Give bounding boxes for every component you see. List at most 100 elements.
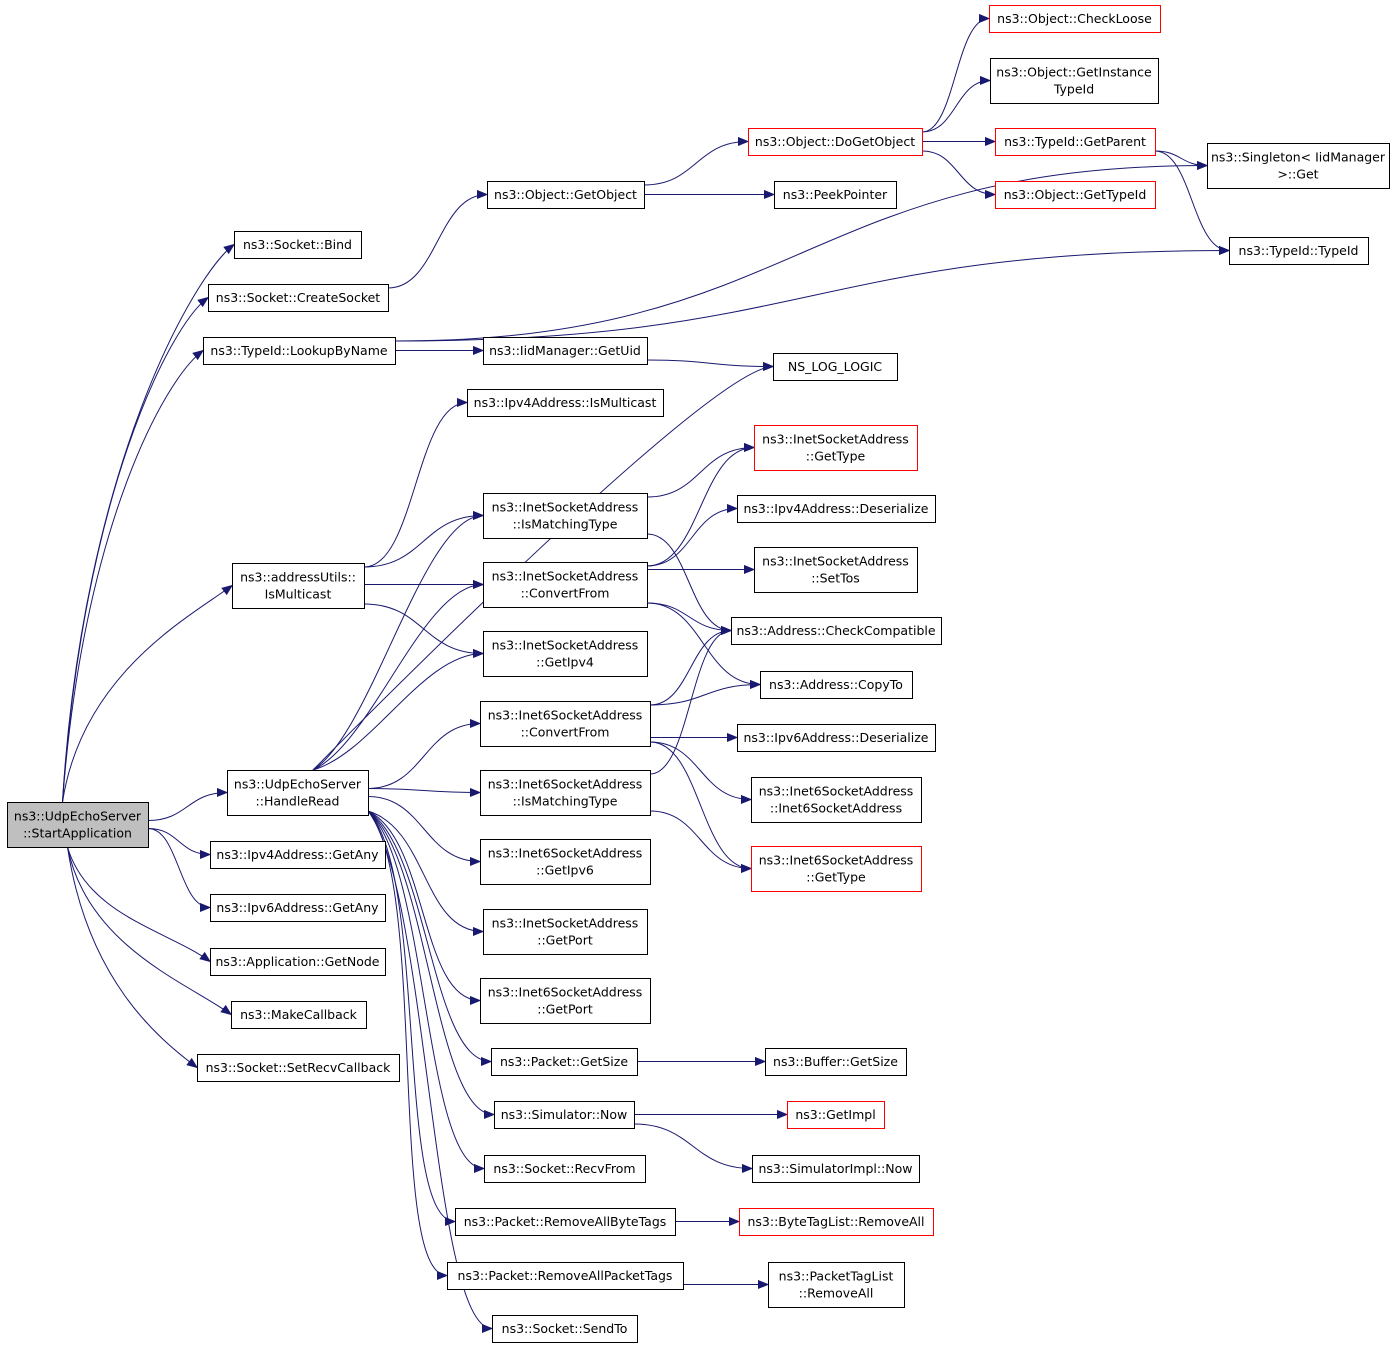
node-box bbox=[455, 1208, 676, 1236]
function-node[interactable]: ns3::Object::CheckLoose bbox=[989, 5, 1161, 33]
call-edge bbox=[646, 602, 760, 685]
node-label: ::GetType bbox=[806, 449, 866, 464]
function-node[interactable]: ns3::Object::DoGetObject bbox=[748, 128, 923, 156]
function-node[interactable]: ns3::Socket::SetRecvCallback bbox=[197, 1054, 400, 1082]
node-label: ns3::UdpEchoServer bbox=[14, 809, 142, 824]
node-label: ns3::Inet6SocketAddress bbox=[759, 853, 914, 868]
function-node[interactable]: ns3::InetSocketAddress::IsMatchingType bbox=[483, 493, 648, 539]
node-box bbox=[760, 671, 913, 699]
function-node[interactable]: ns3::Socket::CreateSocket bbox=[208, 284, 389, 312]
call-edge bbox=[921, 81, 990, 133]
function-node[interactable]: ns3::TypeId::LookupByName bbox=[203, 337, 396, 365]
function-node[interactable]: ns3::IidManager::GetUid bbox=[483, 337, 648, 365]
node-box bbox=[484, 1155, 646, 1183]
function-node[interactable]: ns3::Inet6SocketAddress::GetPort bbox=[480, 978, 651, 1024]
function-node[interactable]: ns3::Packet::RemoveAllPacketTags bbox=[447, 1262, 684, 1290]
function-node[interactable]: ns3::Application::GetNode bbox=[210, 948, 386, 976]
function-node[interactable]: NS_LOG_LOGIC bbox=[773, 353, 898, 381]
node-label: ::SetTos bbox=[811, 571, 860, 586]
node-label: ns3::Application::GetNode bbox=[216, 954, 380, 969]
node-box bbox=[232, 563, 365, 609]
function-node[interactable]: ns3::Object::GetObject bbox=[487, 181, 645, 209]
node-label: ns3::Socket::CreateSocket bbox=[216, 290, 381, 305]
call-edge bbox=[67, 846, 211, 962]
node-box bbox=[751, 846, 922, 892]
function-node[interactable]: ns3::Ipv4Address::GetAny bbox=[210, 841, 386, 869]
node-box bbox=[491, 1048, 638, 1076]
function-node[interactable]: ns3::addressUtils::IsMulticast bbox=[232, 563, 365, 609]
call-edge bbox=[646, 533, 731, 631]
call-edge bbox=[367, 724, 480, 789]
function-node[interactable]: ns3::Ipv4Address::Deserialize bbox=[737, 495, 936, 523]
function-node[interactable]: ns3::Buffer::GetSize bbox=[765, 1048, 907, 1076]
function-node[interactable]: ns3::Socket::Bind bbox=[234, 231, 362, 259]
function-node[interactable]: ns3::TypeId::GetParent bbox=[995, 128, 1156, 156]
node-box bbox=[737, 724, 936, 752]
node-label: ns3::TypeId::LookupByName bbox=[210, 343, 387, 358]
function-node[interactable]: ns3::Inet6SocketAddress::GetType bbox=[751, 846, 922, 892]
function-node[interactable]: ns3::PeekPointer bbox=[774, 181, 897, 209]
node-label: ns3::Singleton< IidManager bbox=[1211, 150, 1386, 165]
node-box bbox=[995, 128, 1156, 156]
function-node[interactable]: ns3::GetImpl bbox=[787, 1101, 885, 1129]
node-label: TypeId bbox=[1053, 82, 1094, 97]
node-box bbox=[210, 841, 386, 869]
function-node[interactable]: ns3::Inet6SocketAddress::IsMatchingType bbox=[480, 770, 651, 816]
node-label: ns3::InetSocketAddress bbox=[762, 554, 909, 569]
function-node[interactable]: ns3::SimulatorImpl::Now bbox=[752, 1155, 920, 1183]
node-box bbox=[494, 1101, 635, 1129]
node-label: ns3::TypeId::GetParent bbox=[1004, 134, 1146, 149]
node-box bbox=[480, 701, 651, 747]
node-box bbox=[203, 337, 396, 365]
function-node[interactable]: ns3::Packet::GetSize bbox=[491, 1048, 638, 1076]
node-label: ns3::TypeId::TypeId bbox=[1239, 243, 1359, 258]
call-edge bbox=[367, 810, 447, 1276]
node-label: ::GetPort bbox=[537, 1002, 593, 1017]
function-node[interactable]: ns3::Ipv4Address::IsMulticast bbox=[467, 389, 664, 417]
node-label: ns3::Inet6SocketAddress bbox=[488, 846, 643, 861]
node-label: ns3::ByteTagList::RemoveAll bbox=[747, 1214, 924, 1229]
function-node[interactable]: ns3::UdpEchoServer::StartApplication bbox=[7, 802, 149, 848]
call-edge bbox=[387, 195, 487, 289]
node-label: ns3::Simulator::Now bbox=[501, 1107, 628, 1122]
call-edge bbox=[367, 810, 455, 1222]
function-node[interactable]: ns3::Packet::RemoveAllByteTags bbox=[455, 1208, 676, 1236]
function-node[interactable]: ns3::Address::CopyTo bbox=[760, 671, 913, 699]
function-node[interactable]: ns3::Address::CheckCompatible bbox=[731, 617, 942, 645]
call-edge bbox=[643, 142, 748, 186]
function-node[interactable]: ns3::InetSocketAddress::GetPort bbox=[483, 909, 648, 955]
function-node[interactable]: ns3::ByteTagList::RemoveAll bbox=[739, 1208, 934, 1236]
function-node[interactable]: ns3::Ipv6Address::Deserialize bbox=[737, 724, 936, 752]
function-node[interactable]: ns3::Inet6SocketAddress::GetIpv6 bbox=[480, 839, 651, 885]
call-edge bbox=[312, 516, 483, 771]
function-node[interactable]: ns3::UdpEchoServer::HandleRead bbox=[227, 770, 369, 816]
function-node[interactable]: ns3::PacketTagList::RemoveAll bbox=[768, 1262, 905, 1308]
node-label: ::RemoveAll bbox=[799, 1286, 874, 1301]
function-node[interactable]: ns3::Inet6SocketAddress::Inet6SocketAddr… bbox=[751, 777, 922, 823]
node-label: ns3::Object::GetObject bbox=[494, 187, 637, 202]
function-node[interactable]: ns3::InetSocketAddress::GetType bbox=[754, 425, 918, 471]
call-edge bbox=[363, 516, 483, 568]
node-label: ns3::Socket::RecvFrom bbox=[493, 1161, 635, 1176]
function-node[interactable]: ns3::Socket::RecvFrom bbox=[484, 1155, 646, 1183]
node-label: ns3::Inet6SocketAddress bbox=[759, 784, 914, 799]
function-node[interactable]: ns3::InetSocketAddress::SetTos bbox=[754, 547, 918, 593]
function-node[interactable]: ns3::Simulator::Now bbox=[494, 1101, 635, 1129]
function-node[interactable]: ns3::InetSocketAddress::GetIpv4 bbox=[483, 631, 648, 677]
function-node[interactable]: ns3::Singleton< IidManager >::Get bbox=[1207, 143, 1390, 189]
function-node[interactable]: ns3::Object::GetTypeId bbox=[995, 181, 1156, 209]
call-edge bbox=[67, 846, 198, 1068]
node-label: ns3::Socket::Bind bbox=[243, 237, 352, 252]
function-node[interactable]: ns3::Socket::SendTo bbox=[492, 1315, 638, 1343]
node-label: ns3::GetImpl bbox=[795, 1107, 875, 1122]
function-node[interactable]: ns3::InetSocketAddress::ConvertFrom bbox=[483, 562, 648, 608]
function-node[interactable]: ns3::Inet6SocketAddress::ConvertFrom bbox=[480, 701, 651, 747]
function-node[interactable]: ns3::MakeCallback bbox=[231, 1001, 367, 1029]
node-box bbox=[483, 337, 648, 365]
function-node[interactable]: ns3::TypeId::TypeId bbox=[1229, 237, 1369, 265]
call-edge bbox=[633, 1123, 752, 1169]
call-edge bbox=[367, 789, 480, 793]
function-node[interactable]: ns3::Ipv6Address::GetAny bbox=[210, 894, 386, 922]
